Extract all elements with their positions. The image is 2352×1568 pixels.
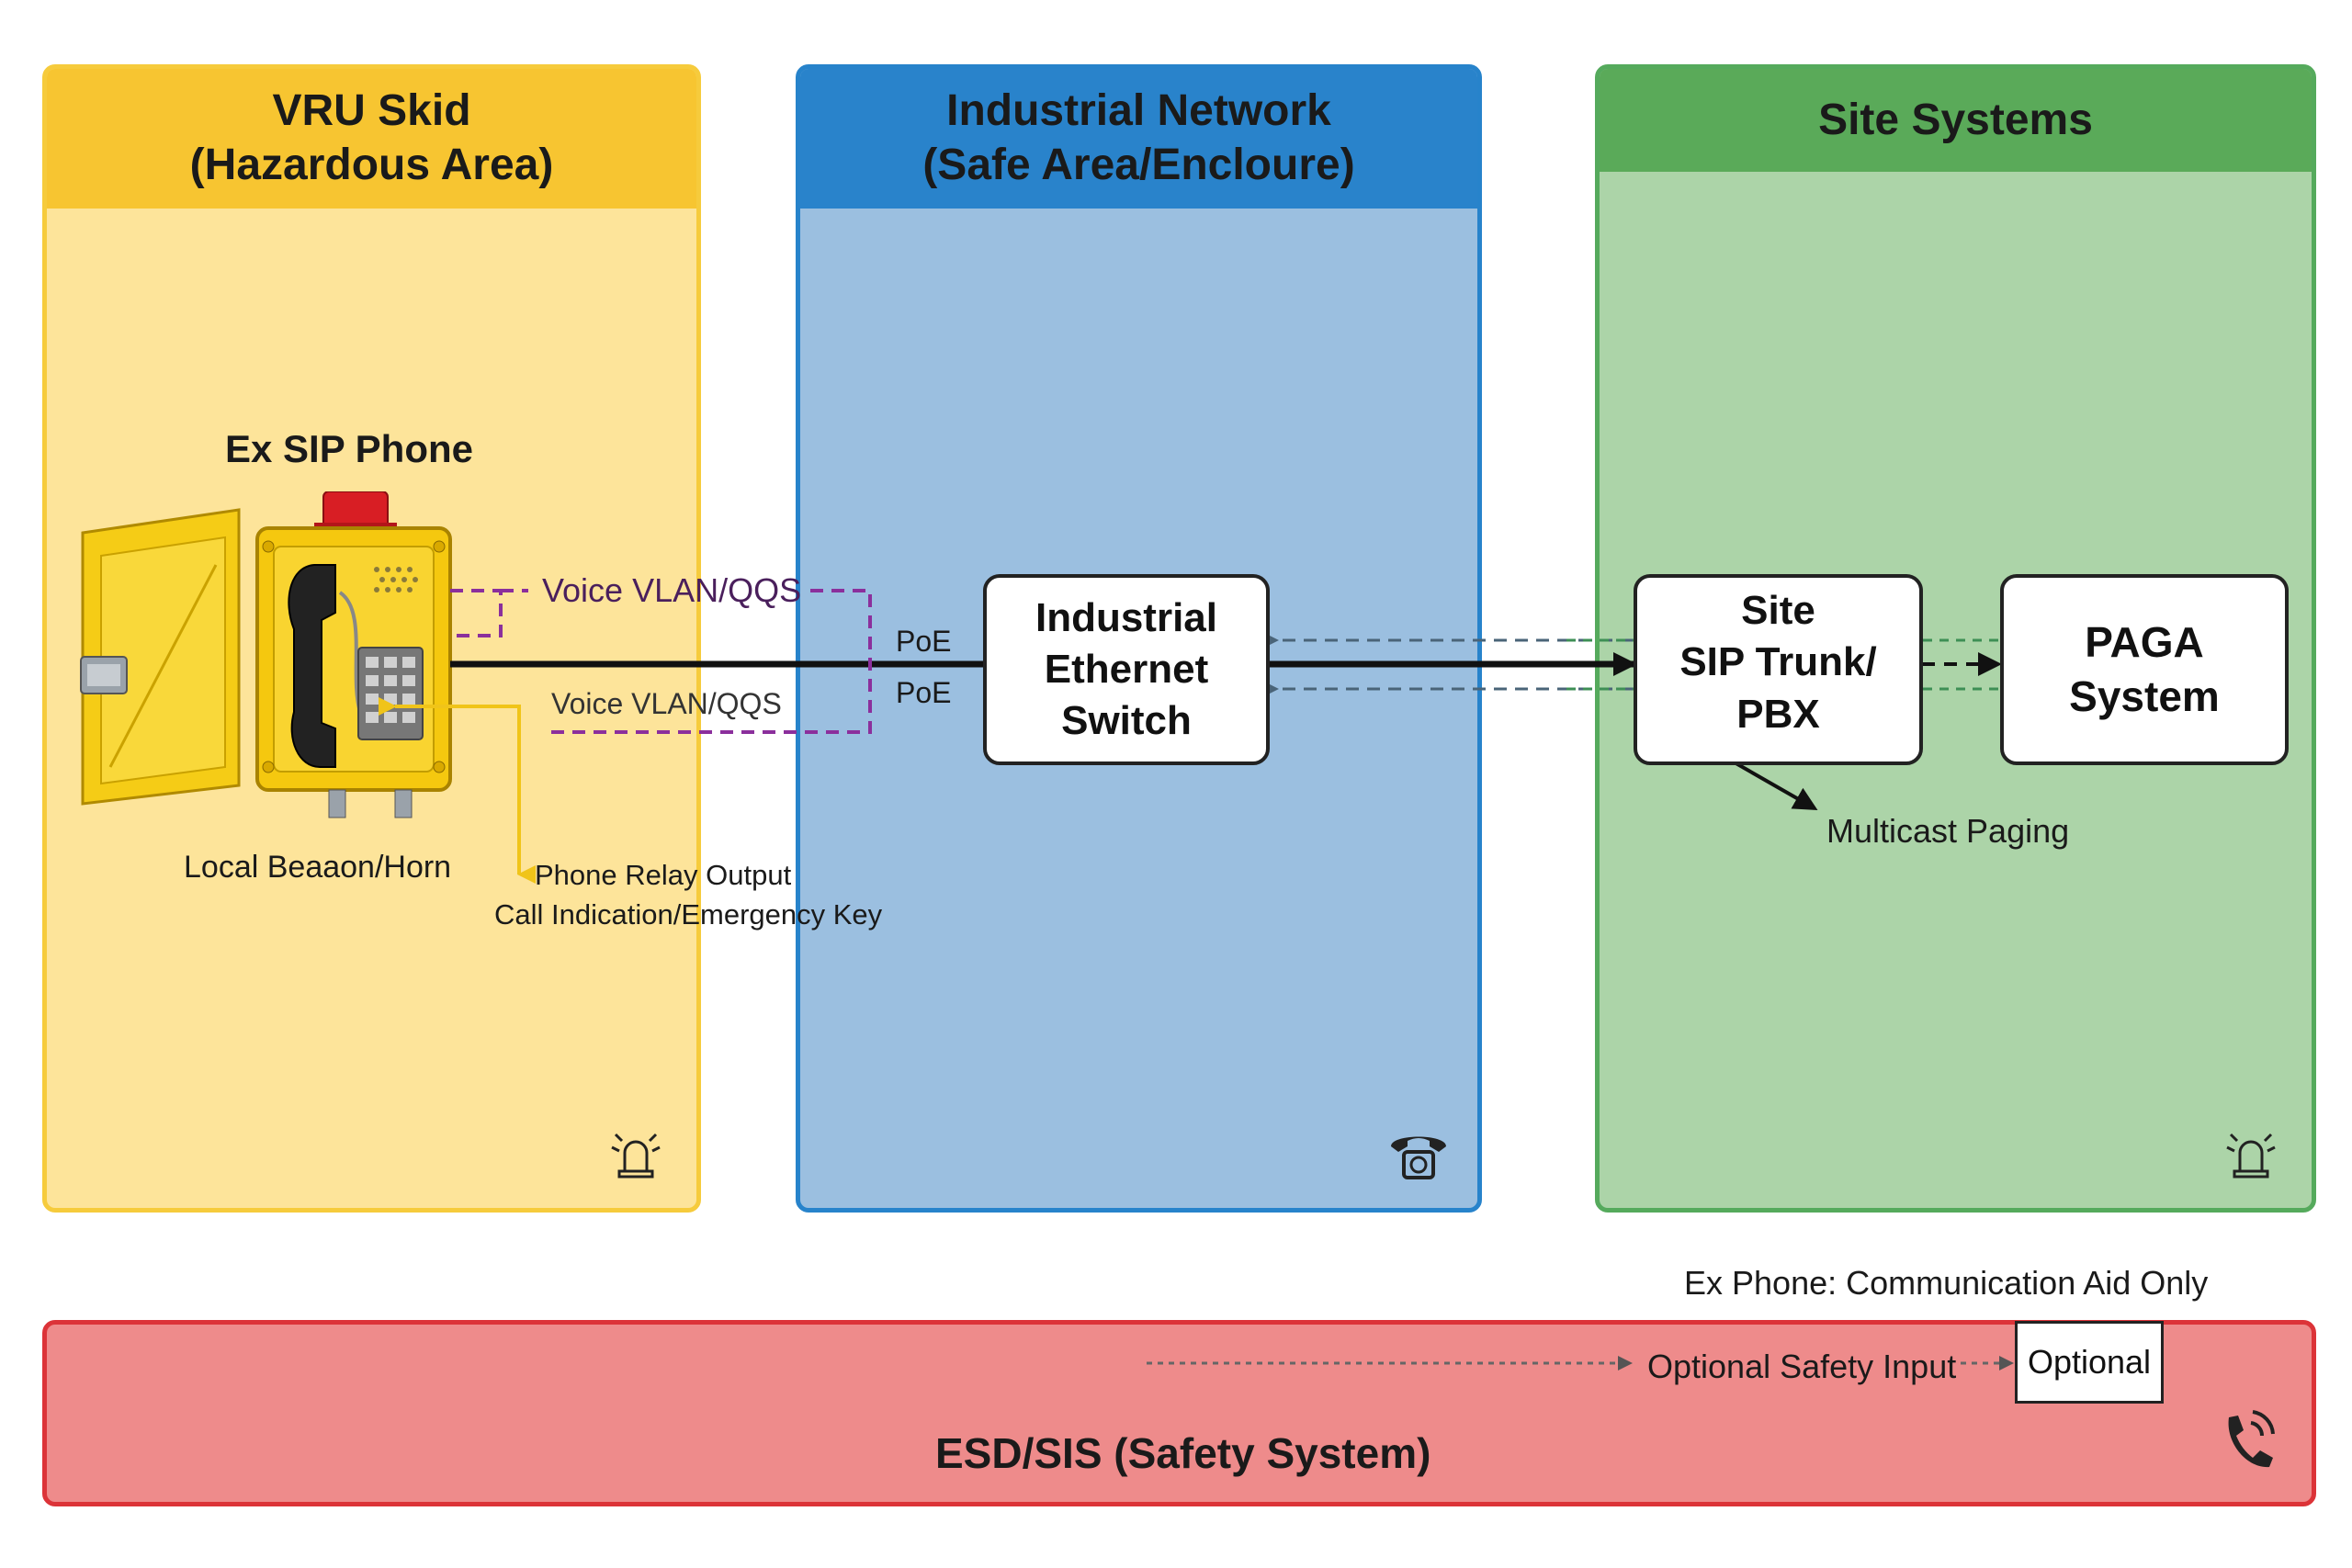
zone-vru-header: VRU Skid (Hazardous Area) bbox=[47, 69, 696, 209]
relay-output-label: Phone Relay Output bbox=[535, 859, 792, 891]
beacon-icon bbox=[2226, 1133, 2276, 1179]
zone-site-header: Site Systems bbox=[1600, 69, 2312, 172]
switch-line2: Ethernet bbox=[1044, 646, 1209, 692]
network-title-line2: (Safe Area/Encloure) bbox=[922, 141, 1355, 189]
ex-phone-note: Ex Phone: Communication Aid Only bbox=[1684, 1264, 2209, 1302]
optional-safety-input-label: Optional Safety Input bbox=[1647, 1348, 1957, 1385]
ex-sip-phone-image bbox=[80, 491, 452, 818]
network-title-line1: Industrial Network bbox=[946, 86, 1331, 136]
site-sip-trunk-pbx[interactable]: Site SIP Trunk/ PBX bbox=[1634, 574, 1923, 765]
site-title: Site Systems bbox=[1818, 95, 2093, 144]
beacon-icon bbox=[611, 1133, 661, 1179]
telephone-icon bbox=[1391, 1136, 1446, 1179]
relay-output-arrow bbox=[448, 705, 536, 884]
pbx-line3: PBX bbox=[1736, 691, 1820, 737]
esd-title: ESD/SIS (Safety System) bbox=[935, 1429, 1431, 1477]
paga-line1: PAGA bbox=[2085, 618, 2204, 667]
voice-vlan-top-label: Voice VLAN/QQS bbox=[542, 571, 802, 609]
optional-box-label: Optional bbox=[2027, 1342, 2152, 1381]
call-indication-label: Call Indication/Emergency Key bbox=[494, 898, 883, 931]
poe-top-label: PoE bbox=[896, 625, 952, 658]
voice-vlan-path bbox=[450, 589, 503, 637]
local-beacon-label: Local Beaaon/Horn bbox=[184, 850, 452, 885]
phone-ringing-icon bbox=[2228, 1410, 2275, 1468]
zone-network-header: Industrial Network (Safe Area/Encloure) bbox=[800, 69, 1477, 209]
multicast-paging-label: Multicast Paging bbox=[1826, 812, 2070, 850]
optional-box[interactable]: Optional bbox=[2015, 1321, 2164, 1404]
switch-line3: Switch bbox=[1061, 698, 1192, 744]
zone-esd-sis bbox=[42, 1320, 2316, 1506]
industrial-ethernet-switch[interactable]: Industrial Ethernet Switch bbox=[983, 574, 1270, 765]
switch-line1: Industrial bbox=[1035, 594, 1218, 640]
voice-vlan-bottom-label: Voice VLAN/QQS bbox=[551, 687, 782, 720]
vru-title-line2: (Hazardous Area) bbox=[189, 141, 554, 189]
vru-title-line1: VRU Skid bbox=[272, 86, 471, 136]
paga-line2: System bbox=[2069, 672, 2220, 720]
pbx-line1: Site bbox=[1741, 588, 1815, 633]
poe-bottom-label: PoE bbox=[896, 676, 952, 709]
pbx-line2: SIP Trunk/ bbox=[1679, 639, 1877, 685]
phone-title: Ex SIP Phone bbox=[225, 427, 473, 470]
paga-system[interactable]: PAGA System bbox=[2000, 574, 2289, 765]
